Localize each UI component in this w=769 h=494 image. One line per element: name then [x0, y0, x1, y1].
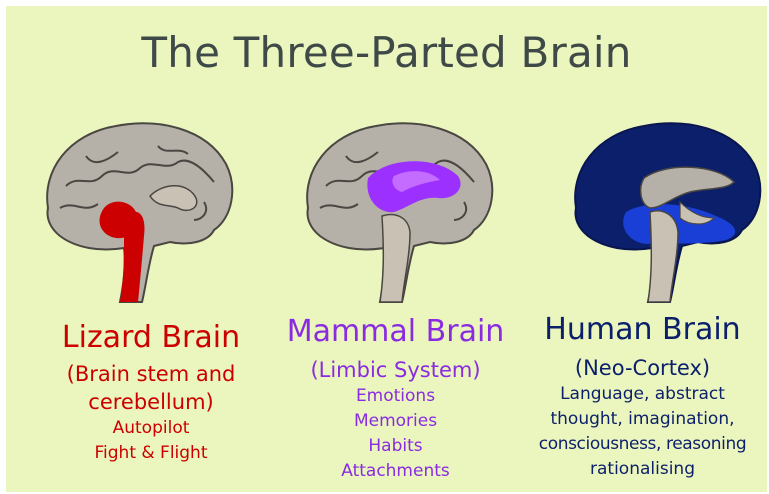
lizard-brain-subtitle-line-2: cerebellum) [26, 388, 276, 416]
diagram-canvas: The Three-Parted Brain Lizard Brain (Bra… [6, 6, 767, 492]
list-item: consciousness, reasoning [518, 432, 767, 457]
list-item: rationalising [518, 457, 767, 482]
human-brain-title: Human Brain [518, 312, 767, 348]
human-brain-subtitle: (Neo-Cortex) [518, 354, 767, 382]
mammal-brain-section: Mammal Brain (Limbic System) Emotions Me… [268, 314, 523, 484]
list-item: Fight & Flight [26, 441, 276, 466]
lizard-brain-function-list: Autopilot Fight & Flight [26, 416, 276, 466]
list-item: Memories [268, 409, 523, 434]
list-item: Autopilot [26, 416, 276, 441]
mammal-brain-function-list: Emotions Memories Habits Attachments [268, 384, 523, 484]
mammal-brain-illustration [298, 116, 498, 306]
human-brain-section: Human Brain (Neo-Cortex) Language, abstr… [518, 312, 767, 482]
list-item: Emotions [268, 384, 523, 409]
list-item: Attachments [268, 459, 523, 484]
diagram-title: The Three-Parted Brain [6, 28, 767, 77]
lizard-brain-illustration [38, 116, 238, 306]
list-item: Language, abstract [518, 382, 767, 407]
human-brain-illustration [566, 116, 766, 306]
mammal-brain-title: Mammal Brain [268, 314, 523, 350]
lizard-brain-section: Lizard Brain (Brain stem and cerebellum)… [26, 320, 276, 466]
lizard-brain-title: Lizard Brain [26, 320, 276, 356]
mammal-brain-subtitle: (Limbic System) [268, 356, 523, 384]
lizard-brain-subtitle-line-1: (Brain stem and [26, 360, 276, 388]
list-item: thought, imagination, [518, 407, 767, 432]
list-item: Habits [268, 434, 523, 459]
human-brain-function-list: Language, abstract thought, imagination,… [518, 382, 767, 482]
